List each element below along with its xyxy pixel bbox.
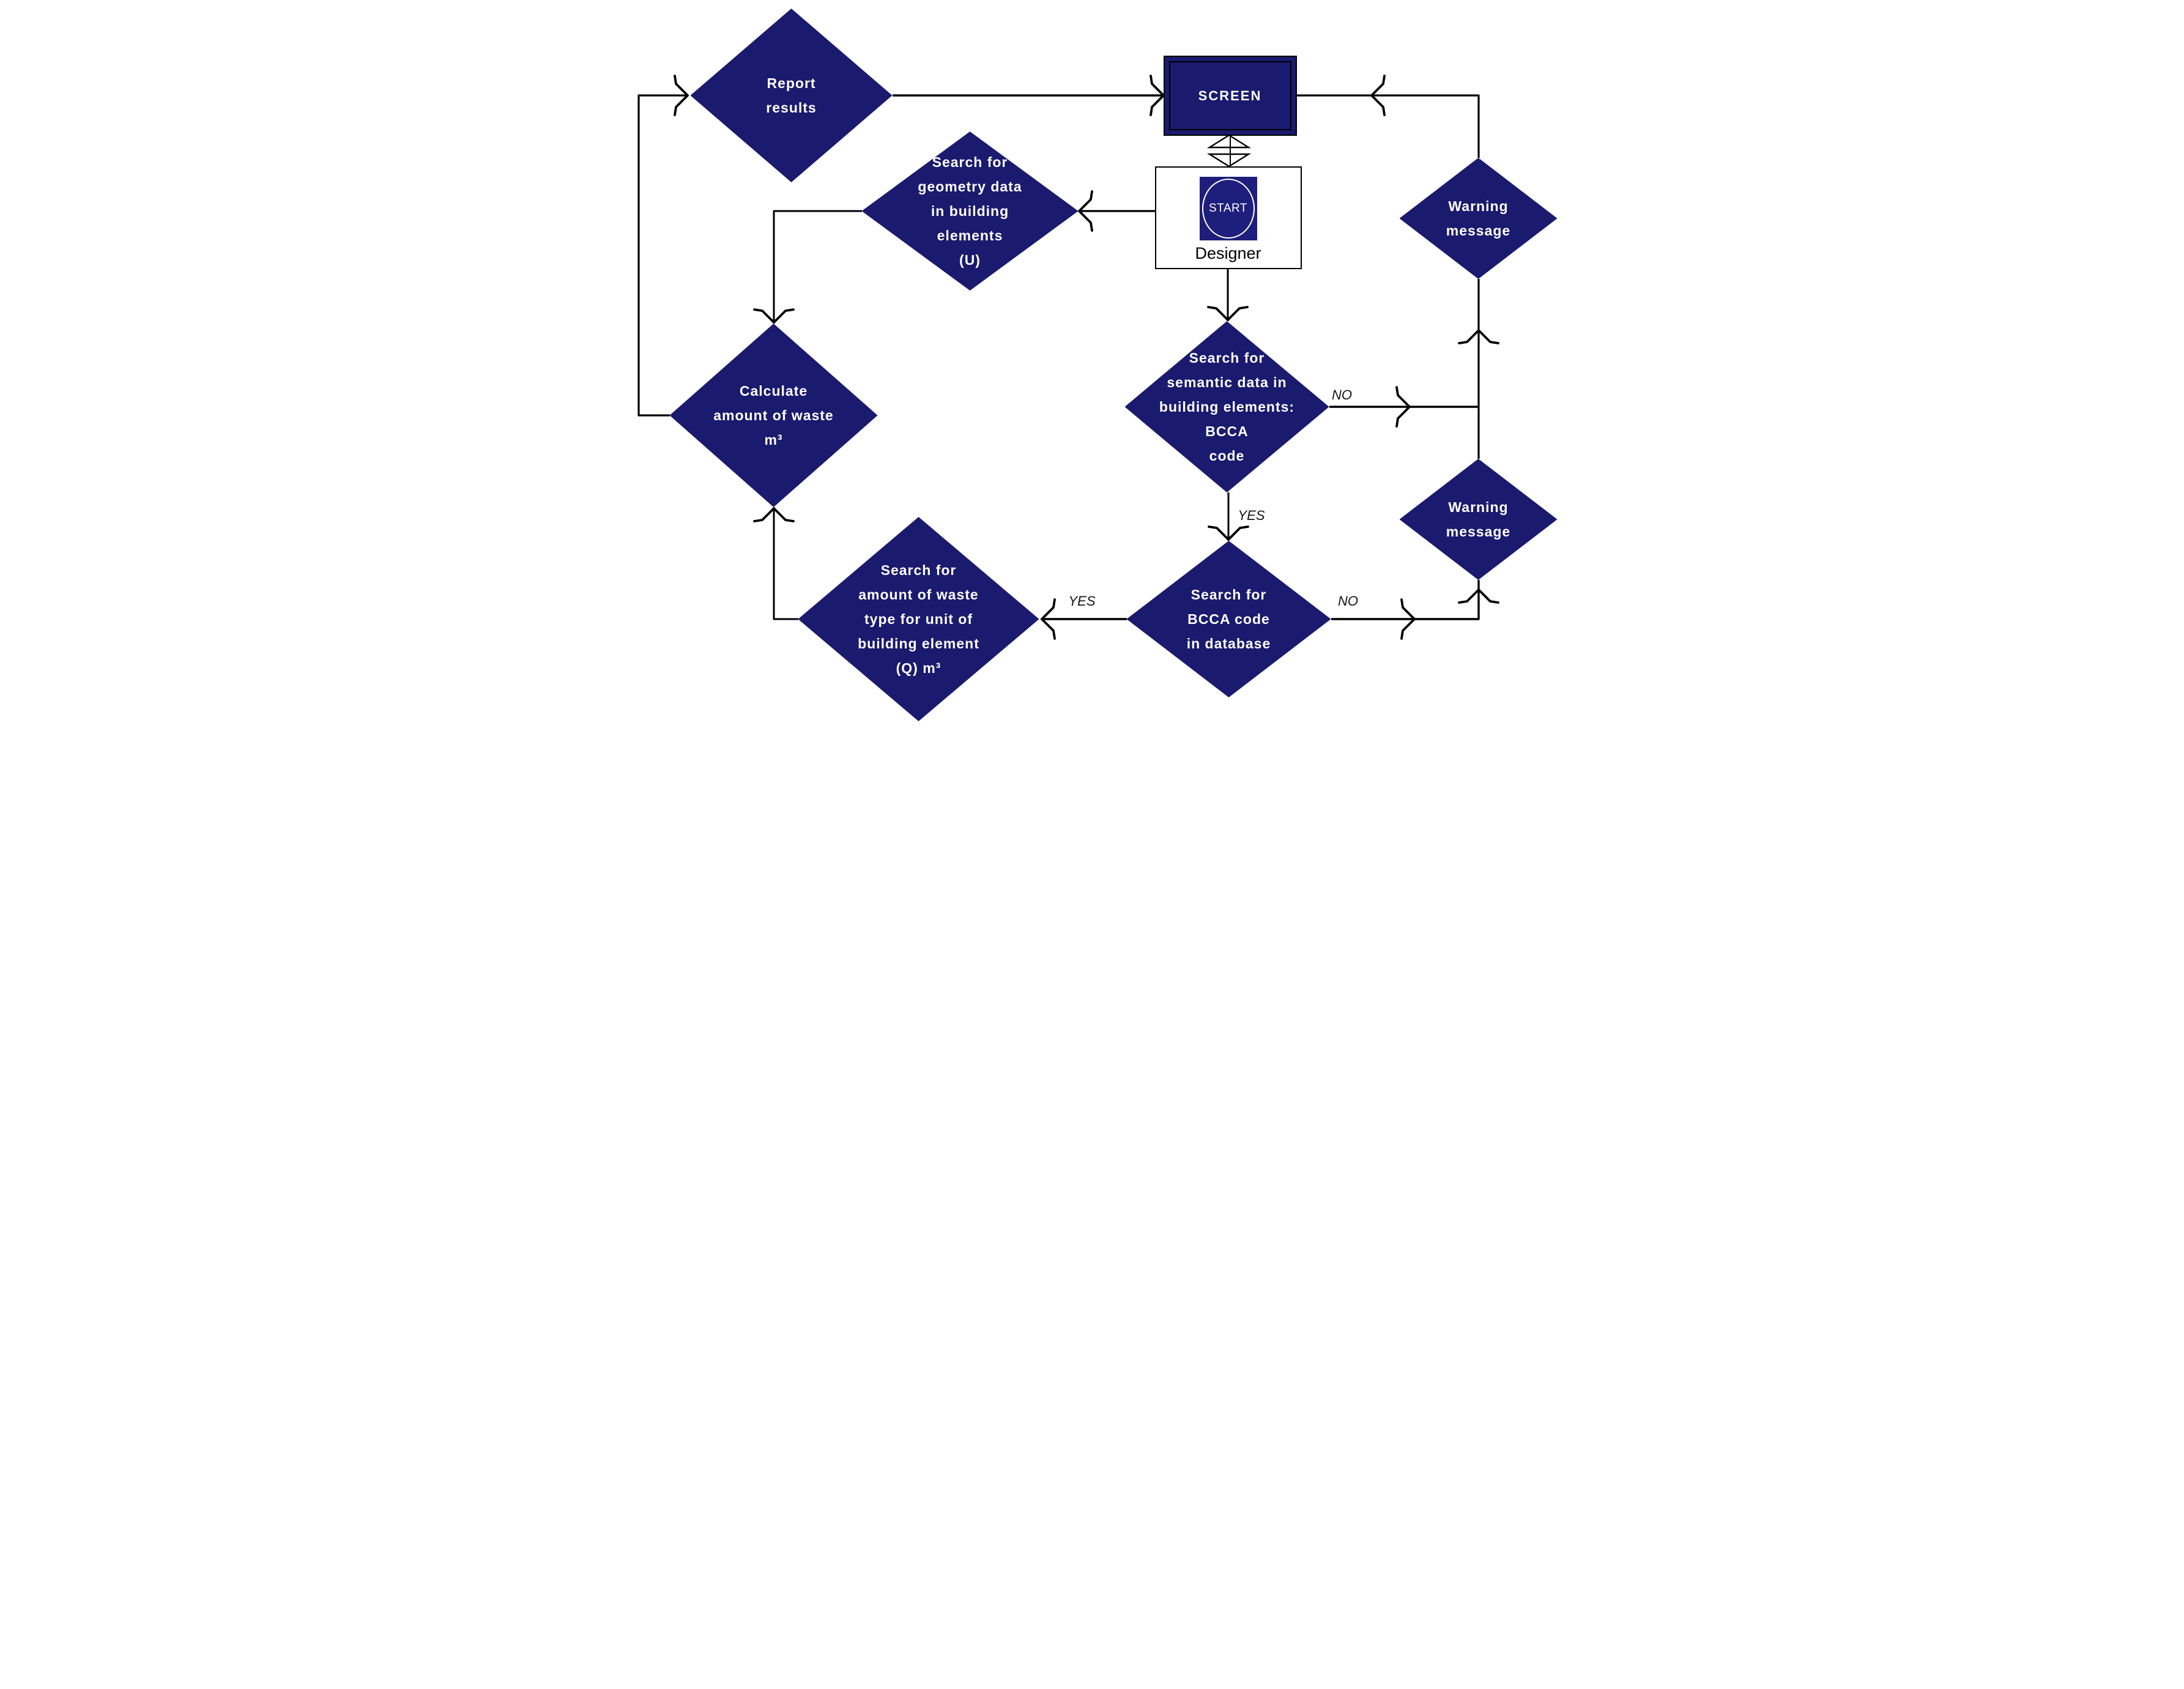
arrowhead-chevron bbox=[1457, 588, 1480, 604]
arrowhead-chevron bbox=[1395, 406, 1411, 428]
connector-layer bbox=[637, 75, 1499, 640]
node-search-geometry: Search for geometry data in building ele… bbox=[861, 132, 1079, 291]
connector-line-calculate-to-report bbox=[637, 94, 688, 417]
double-arrow-triangle bbox=[1206, 153, 1251, 168]
connector-line-trunk-to-screen bbox=[1296, 94, 1480, 158]
arrowhead-chevron bbox=[1226, 306, 1249, 321]
node-warning-message-2: Warning message bbox=[1399, 459, 1558, 580]
arrowhead-chevron bbox=[1400, 618, 1416, 640]
node-report-results: Report results bbox=[690, 9, 893, 182]
arrowhead-chevron bbox=[673, 75, 689, 97]
warning-message-2-label: Warning message bbox=[1446, 499, 1511, 540]
node-search-bcca-database: Search for BCCA code in database bbox=[1126, 541, 1331, 697]
arrowhead-chevron bbox=[1370, 75, 1386, 97]
arrowhead-chevron bbox=[752, 308, 775, 324]
warning-message-1-label: Warning message bbox=[1446, 198, 1511, 239]
arrowhead-chevron bbox=[1370, 94, 1386, 116]
arrowhead-chevron bbox=[1149, 75, 1165, 97]
report-results-label: Report results bbox=[766, 75, 817, 116]
arrowhead-chevron bbox=[673, 94, 689, 116]
node-warning-message-1: Warning message bbox=[1399, 158, 1558, 279]
calculate-waste-label: Calculate amount of waste m³ bbox=[713, 383, 834, 448]
arrowhead-chevron bbox=[1040, 618, 1056, 640]
arrowhead-chevron bbox=[1206, 306, 1229, 321]
connector-line-qsearch-to-calculate bbox=[773, 507, 798, 620]
arrowhead-chevron bbox=[1457, 329, 1480, 344]
arrowhead-chevron bbox=[772, 507, 795, 522]
double-arrow-triangle bbox=[1206, 134, 1251, 149]
search-bcca-database-label: Search for BCCA code in database bbox=[1186, 587, 1271, 651]
branch-label-yes-from-semantic: YES bbox=[1238, 508, 1265, 523]
arrowhead-chevron bbox=[1077, 190, 1093, 212]
start-circle-icon: START bbox=[1202, 179, 1255, 239]
connector-line-bcca-no-line bbox=[1331, 580, 1480, 620]
branch-label-no-from-bcca: NO bbox=[1338, 593, 1358, 609]
start-icon: START bbox=[1199, 177, 1257, 240]
arrowhead-chevron bbox=[1395, 386, 1411, 408]
node-calculate-waste: Calculate amount of waste m³ bbox=[669, 324, 878, 507]
arrowhead-chevron bbox=[1207, 525, 1230, 541]
arrowhead-chevron bbox=[1149, 94, 1165, 116]
arrowhead-chevron bbox=[752, 507, 775, 522]
designer-label: Designer bbox=[1195, 244, 1261, 262]
start-icon-label: START bbox=[1208, 202, 1248, 215]
search-waste-amount-label: Search for amount of waste type for unit… bbox=[858, 562, 979, 676]
arrowhead-chevron bbox=[772, 308, 795, 324]
node-search-semantic: Search for semantic data in building ele… bbox=[1124, 321, 1329, 492]
arrowhead-chevron bbox=[1040, 598, 1056, 620]
arrowhead-chevron bbox=[1227, 525, 1249, 541]
connector-line-geometry-to-calculate bbox=[773, 210, 862, 324]
search-semantic-label: Search for semantic data in building ele… bbox=[1159, 350, 1295, 464]
monitor-screen-bezel: SCREEN bbox=[1168, 61, 1291, 130]
search-geometry-label: Search for geometry data in building ele… bbox=[918, 154, 1022, 268]
branch-label-yes-from-bcca: YES bbox=[1068, 593, 1096, 609]
branch-label-no-from-semantic: NO bbox=[1332, 387, 1352, 403]
arrowhead-chevron bbox=[1477, 329, 1499, 344]
arrowhead-chevron bbox=[1477, 588, 1499, 604]
screen-label: SCREEN bbox=[1198, 87, 1262, 103]
node-search-waste-amount: Search for amount of waste type for unit… bbox=[798, 517, 1039, 721]
node-screen: SCREEN bbox=[1163, 56, 1297, 136]
node-designer: START Designer bbox=[1154, 166, 1302, 269]
arrowhead-chevron bbox=[1077, 210, 1093, 232]
arrowhead-chevron bbox=[1400, 598, 1416, 620]
